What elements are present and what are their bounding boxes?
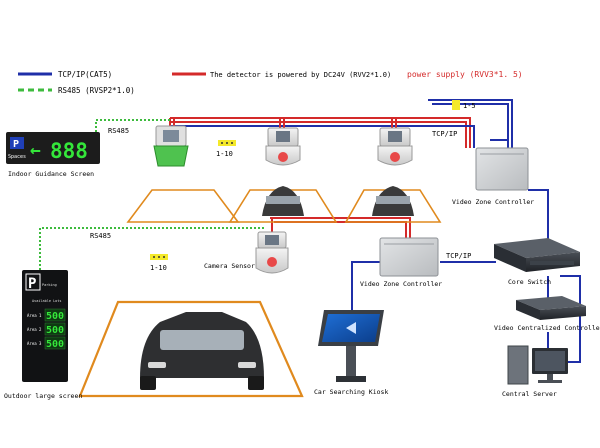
legend: TCP/IP(CAT5) The detector is powered by … (18, 70, 523, 95)
central-server-label: Central Server (502, 390, 557, 398)
parking-bay-top-2 (228, 186, 338, 223)
indoor-count: 888 (50, 139, 88, 163)
outdoor-available-label: Available Lots (32, 299, 62, 303)
video-zone-controller-mid (379, 237, 439, 277)
parking-bay-top-3 (344, 186, 442, 223)
vzc-mid-label: Video Zone Controller (360, 280, 442, 288)
indoor-camera-red-1 (265, 127, 301, 166)
indoor-arrow-icon: ← (30, 140, 41, 161)
indoor-camera-green (153, 125, 189, 167)
central-server (507, 345, 568, 385)
outdoor-row-2-value: 500 (46, 325, 64, 336)
outdoor-row-3-label: Area 3 (27, 341, 42, 346)
indoor-screen-caption: Indoor Guidance Screen (8, 170, 94, 178)
outdoor-p-letter: P (28, 276, 36, 292)
video-centralized-label: Video Centralized Controller (494, 324, 600, 332)
camera-sensor (255, 231, 289, 274)
parking-bay-large (78, 300, 304, 398)
kiosk-label: Car Searching Kiosk (314, 388, 388, 396)
legend-detector-power-label: The detector is powered by DC24V (RVV2*1… (210, 71, 391, 79)
rs485-left-label: RS485 (90, 232, 111, 240)
count-1-5: 1-5 (463, 102, 476, 110)
camera-sensor-label: Camera Sensor (204, 262, 255, 270)
indoor-guidance-screen: P Spaces ← 888 (6, 132, 100, 164)
wiring (39, 99, 581, 363)
parking-bay-top-1 (126, 189, 240, 223)
tcpip-top-label: TCP/IP (432, 130, 457, 138)
count-1-10-a: 1-10 (216, 150, 233, 158)
indoor-camera-red-2 (377, 127, 413, 166)
count-badge-1-10-b: 1-10 (150, 254, 168, 272)
indoor-p-letter: P (13, 139, 19, 150)
count-badge-1-10-a: 1-10 (216, 140, 236, 158)
outdoor-parking-label: Parking (42, 283, 57, 287)
outdoor-row-2-label: Area 2 (27, 327, 42, 332)
outdoor-row-1-label: Area 1 (27, 313, 42, 318)
rs485-top-label: RS485 (108, 127, 129, 135)
tcpip-mid-label: TCP/IP (446, 252, 471, 260)
core-switch-label: Core Switch (508, 278, 551, 286)
indoor-spaces-label: Spaces (8, 154, 26, 160)
outdoor-screen-caption: Outdoor large screen (4, 392, 82, 400)
outdoor-row-3-value: 500 (46, 339, 64, 350)
vzc-top-label: Video Zone Controller (452, 198, 534, 206)
legend-rs485-label: RS485 (RVSP2*1.0) (58, 86, 135, 95)
legend-tcpip-label: TCP/IP(CAT5) (58, 70, 112, 79)
count-badge-1-5: 1-5 (452, 100, 476, 110)
car-searching-kiosk (318, 310, 384, 382)
count-1-10-b: 1-10 (150, 264, 167, 272)
video-centralized-controller (516, 296, 586, 320)
core-switch (494, 238, 580, 272)
outdoor-row-1-value: 500 (46, 311, 64, 322)
legend-power-supply-label: power supply (RVV3*1. 5) (407, 70, 523, 79)
outdoor-large-screen: P Parking Available Lots Area 1 500 Area… (22, 270, 68, 382)
video-zone-controller-top (475, 147, 529, 191)
